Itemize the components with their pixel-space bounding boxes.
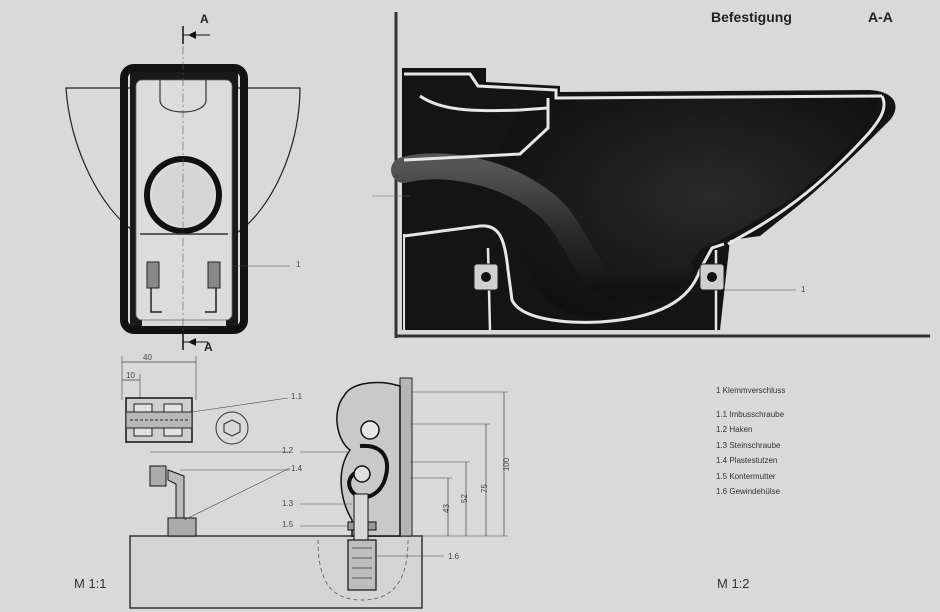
legend-item: 1.2 Haken bbox=[716, 425, 753, 434]
front-clamp-right bbox=[205, 261, 221, 313]
callout-1-5: 1.5 bbox=[282, 520, 294, 529]
dim-43: 43 bbox=[441, 504, 451, 513]
legend-heading: 1 Klemmverschluss bbox=[716, 386, 786, 395]
legend-item: 1.5 Kontermutter bbox=[716, 471, 776, 481]
section-mark-top: A bbox=[200, 12, 209, 26]
dim-100: 100 bbox=[502, 457, 512, 472]
section-mark-bottom: A bbox=[204, 340, 213, 354]
section-clamp-left bbox=[473, 263, 499, 291]
callout-section-1: 1 bbox=[801, 285, 806, 294]
legend-item: 1.3 Steinschraube bbox=[716, 440, 781, 450]
callout-1-1: 1.1 bbox=[291, 392, 303, 401]
scale-detail: M 1:1 bbox=[74, 576, 107, 591]
detail-hook bbox=[300, 377, 508, 601]
dim-75: 75 bbox=[479, 484, 489, 493]
scale-section: M 1:2 bbox=[717, 576, 750, 591]
callout-1-6: 1.6 bbox=[448, 552, 460, 561]
section-view bbox=[372, 12, 930, 338]
dim-52: 52 bbox=[459, 494, 469, 503]
legend-item: 1.1 Imbusschraube bbox=[716, 409, 785, 419]
callout-front-1: 1 bbox=[296, 260, 301, 269]
callout-1-3: 1.3 bbox=[282, 499, 294, 508]
section-clamp-right bbox=[699, 263, 725, 291]
dim-10: 10 bbox=[126, 371, 135, 380]
front-view bbox=[65, 26, 301, 350]
callout-1-4: 1.4 bbox=[291, 464, 303, 473]
section-title: A-A bbox=[868, 9, 893, 25]
legend-item: 1.4 Plastestutzen bbox=[716, 456, 778, 465]
callout-1-2: 1.2 bbox=[282, 446, 294, 455]
front-clamp-left bbox=[146, 261, 162, 313]
drawing-title: Befestigung bbox=[711, 9, 792, 25]
parts-legend: 1 Klemmverschluss 1.1 Imbusschraube 1.2 … bbox=[716, 383, 785, 500]
legend-item: 1.6 Gewindehülse bbox=[716, 487, 781, 496]
dim-40: 40 bbox=[143, 353, 152, 362]
